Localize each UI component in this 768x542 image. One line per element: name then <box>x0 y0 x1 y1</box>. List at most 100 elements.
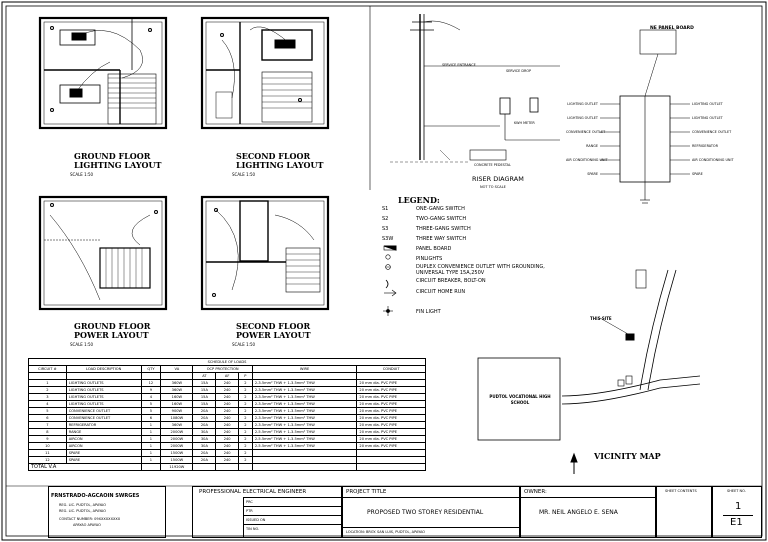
schedule-cell: 1 <box>140 435 162 443</box>
schedule-cell: 20 mm dia. PVC PIPE <box>356 386 426 394</box>
schedule-cell: 360W <box>160 386 194 394</box>
schedule-cell: 2 <box>237 449 253 457</box>
schedule-cell: 240 <box>215 421 239 429</box>
riser-right-outlet: REFRIGERATOR <box>692 144 718 148</box>
legend-item: FIN LIGHT <box>382 309 441 315</box>
schedule-header-cell: VA <box>160 365 194 373</box>
legend-title: LEGEND: <box>398 195 440 205</box>
engineer-line-0: REG. LIC. PUDTOL, APAYAO <box>59 503 107 507</box>
schedule-cell: 20A <box>192 414 217 422</box>
vicinity-map-drawing <box>477 269 701 474</box>
schedule-cell: 20A <box>192 456 217 464</box>
professional-block: PROFESSIONAL ELECTRICAL ENGINEER PRC PTR… <box>192 486 342 538</box>
total-value: 11920W <box>160 463 194 471</box>
schedule-cell: 2-5.5mm² THW + 1-3.5mm² THW <box>251 428 358 436</box>
tin-row: TIN NO. <box>246 527 260 531</box>
schedule-cell: 1500W <box>160 449 194 457</box>
schedule-cell: 900W <box>160 407 194 415</box>
gf-power-plan <box>38 195 168 311</box>
gf-lighting-scale: SCALE 1:50 <box>70 172 94 177</box>
schedule-cell: 2 <box>237 393 253 401</box>
gf-power-scale: SCALE 1:50 <box>70 342 94 347</box>
schedule-cell: 1 <box>140 442 162 450</box>
schedule-cell: 20 mm dia. PVC PIPE <box>356 442 426 450</box>
schedule-cell: 7 <box>28 421 67 429</box>
professional-label: PROFESSIONAL ELECTRICAL ENGINEER <box>199 489 307 495</box>
issued-row: ISSUED ON <box>246 518 266 522</box>
owner-block: OWNER: MR. NEIL ANGELO E. SENA <box>520 486 656 538</box>
riser-title: RISER DIAGRAM <box>472 175 524 183</box>
riser-note-1: CONCRETE PEDESTAL <box>474 163 511 167</box>
schedule-cell: 20A <box>192 421 217 429</box>
schedule-cell: LIGHTING OUTLETS <box>65 379 142 387</box>
schedule-cell: 2-5.5mm² THW + 1-3.5mm² THW <box>251 435 358 443</box>
schedule-cell: 1 <box>140 428 162 436</box>
schedule-cell: 360W <box>160 379 194 387</box>
schedule-cell: 2-3.5mm² THW + 1-3.5mm² THW <box>251 379 358 387</box>
riser-left-outlet: RANGE <box>586 144 598 148</box>
riser-right-outlet: LIGHTING OUTLET <box>692 102 723 106</box>
sf-lighting-plan <box>200 16 330 130</box>
gf-lighting-plan <box>38 16 168 130</box>
schedule-cell: SPARE <box>65 449 142 457</box>
riser-left-outlet: CONVENIENCE OUTLET <box>566 130 606 134</box>
schedule-header-cell: WIRE <box>251 365 358 373</box>
schedule-cell: SPARE <box>65 456 142 464</box>
riser-note-3: KWH METER <box>514 121 535 125</box>
sheet-no-label: SHEET NO. <box>727 489 746 493</box>
schedule-header-cell: CONDUIT <box>356 365 426 373</box>
schedule-subheader-cell: AT <box>192 372 217 380</box>
schedule-cell: 1080W <box>160 414 194 422</box>
schedule-cell: 2000W <box>160 435 194 443</box>
schedule-cell: 240 <box>215 400 239 408</box>
schedule-cell: LIGHTING OUTLETS <box>65 400 142 408</box>
schedule-cell: 1 <box>140 449 162 457</box>
project-location: LOCATION: BRGY. SAN LUIS, PUDTOL, APAYAO <box>346 530 426 534</box>
schedule-cell: 4 <box>28 400 67 408</box>
engineer-block: FRNSTRADO-AGCAOIN SWRGES REG. LIC. PUDTO… <box>48 486 166 538</box>
schedule-cell: 20A <box>192 407 217 415</box>
schedule-header-cell: LOAD DESCRIPTION <box>65 365 142 373</box>
schedule-cell: 4 <box>140 393 162 401</box>
schedule-cell: 20 mm dia. PVC PIPE <box>356 414 426 422</box>
schedule-cell: 1500W <box>160 456 194 464</box>
schedule-cell: 240 <box>215 393 239 401</box>
schedule-cell: AIRCON <box>65 442 142 450</box>
schedule-cell: 2 <box>237 428 253 436</box>
schedule-cell: 20 mm dia. PVC PIPE <box>356 407 426 415</box>
legend-symbol: S1 <box>382 206 389 212</box>
schedule-cell: 30A <box>192 442 217 450</box>
vicinity-school-label: PUDTOL VOCATIONAL HIGH SCHOOL <box>489 394 551 405</box>
engineer-line-1: REG. LIC. PUDTOL, APAYAO <box>59 509 107 513</box>
schedule-cell: 20 mm dia. PVC PIPE <box>356 428 426 436</box>
schedule-cell: 11 <box>28 449 67 457</box>
schedule-cell: 1 <box>140 456 162 464</box>
riser-panel-label: NE PANEL BOARD <box>650 26 694 31</box>
schedule-header-cell: CIRCUIT # <box>28 365 67 373</box>
riser-left-outlet: LIGHTING OUTLET <box>567 102 598 106</box>
riser-left-outlet: LIGHTING OUTLET <box>567 116 598 120</box>
schedule-cell: 30A <box>192 428 217 436</box>
engineer-line-2: CONTACT NUMBER: 09XXXXXXXXX <box>59 517 121 521</box>
legend-item: PANEL BOARD <box>382 246 451 252</box>
schedule-cell: 2 <box>237 435 253 443</box>
schedule-cell: 240 <box>215 456 239 464</box>
schedule-cell: 2-3.5mm² THW + 1-3.5mm² THW <box>251 421 358 429</box>
schedule-cell: 240 <box>215 414 239 422</box>
schedule-cell: 6 <box>140 414 162 422</box>
engineer-name: FRNSTRADO-AGCAOIN SWRGES <box>51 493 140 499</box>
legend-text: THREE-GANG SWITCH <box>416 226 471 232</box>
schedule-cell: 15A <box>192 386 217 394</box>
legend-item: PINLIGHTS <box>382 256 442 262</box>
